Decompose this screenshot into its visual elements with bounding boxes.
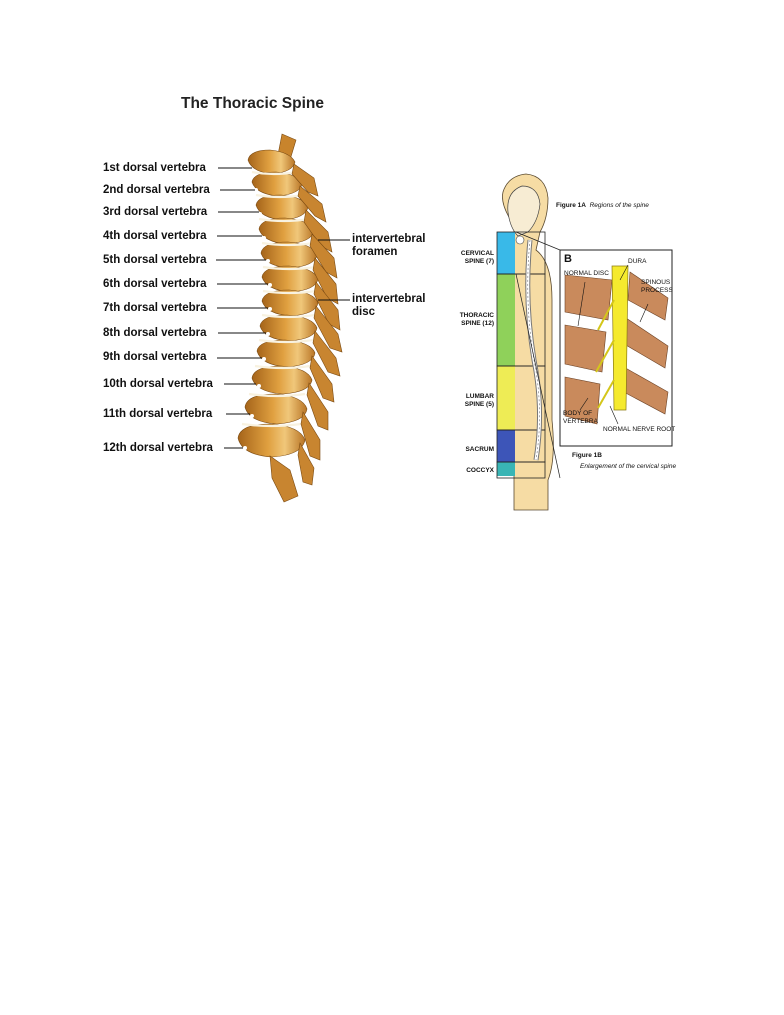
vertebra-label-7: 7th dorsal vertebra (103, 302, 207, 314)
body-label-line1: BODY OF (563, 410, 593, 417)
vertebra-label-2: 2nd dorsal vertebra (103, 184, 210, 196)
coccyx-region (497, 462, 515, 476)
vertebra-label-9: 9th dorsal vertebra (103, 351, 207, 363)
dura-label: DURA (628, 258, 647, 265)
foramen-label-line2: foramen (352, 246, 398, 258)
vertebra-leader-lines (216, 167, 350, 449)
vertebra-label-6: 6th dorsal vertebra (103, 278, 207, 290)
vertebra-label-3: 3rd dorsal vertebra (103, 206, 208, 218)
figure-1b-caption: Enlargement of the cervical spine (580, 463, 677, 470)
disc-label-line1: intervertebral (352, 293, 426, 305)
vertebra-label-10: 10th dorsal vertebra (103, 378, 213, 390)
intervertebral-disc-label: intervertebral disc (352, 293, 426, 319)
spinous-label-line1: SPINOUS (641, 279, 671, 286)
vertebral-column (237, 133, 343, 503)
sacrum-region (497, 430, 515, 462)
vertebra-label-5: 5th dorsal vertebra (103, 254, 207, 266)
foramen-label-line1: intervertebral (352, 233, 426, 245)
inset-letter-b: B (564, 253, 572, 265)
body-label-line2: VERTEBRA (563, 418, 598, 425)
figure-1a-label: Figure 1A (556, 202, 586, 209)
vertebra-label-1: 1st dorsal vertebra (103, 162, 206, 174)
dura (611, 265, 629, 411)
nerve-root-label: NORMAL NERVE ROOT (603, 426, 676, 433)
cervical-label-line1: CERVICAL (460, 250, 494, 257)
thoracic-spine-title: The Thoracic Spine (181, 95, 324, 112)
thoracic-label-line2: SPINE (12) (461, 320, 494, 327)
sacrum-label: SACRUM (465, 446, 494, 453)
vertebra-label-8: 8th dorsal vertebra (103, 327, 207, 339)
skull (507, 185, 541, 237)
thoracic-label-line1: THORACIC (459, 312, 494, 319)
spinous-processes (269, 163, 343, 503)
coccyx-label: COCCYX (466, 467, 494, 474)
lumbar-label-line1: LUMBAR (465, 393, 494, 400)
spine-column (525, 239, 543, 461)
foramen-dots (243, 188, 272, 450)
lumbar-region (497, 366, 515, 430)
intervertebral-foramen-label: intervertebral foramen (352, 233, 426, 259)
spinous-label-line2: PROCESS (641, 287, 673, 294)
figure-1b-label: Figure 1B (572, 452, 602, 459)
inset-vertebrae (564, 271, 669, 425)
cervical-label-line2: SPINE (7) (464, 258, 494, 265)
lumbar-label-line2: SPINE (5) (464, 401, 494, 408)
vertebra-label-11: 11th dorsal vertebra (103, 408, 213, 420)
figure-1a-caption: Figure 1A Regions of the spine (556, 202, 649, 209)
vertebra-label-12: 12th dorsal vertebra (103, 442, 213, 454)
vertebra-label-4: 4th dorsal vertebra (103, 230, 207, 242)
region-boxes (496, 231, 546, 479)
thoracic-region (497, 274, 515, 366)
nerve-roots (595, 299, 615, 409)
disc-label-line2: disc (352, 306, 376, 318)
figure-1a-text: Regions of the spine (589, 202, 649, 209)
cervical-region (497, 232, 515, 274)
inset-leader-lines (577, 264, 649, 425)
normal-disc-label: NORMAL DISC (564, 270, 609, 277)
